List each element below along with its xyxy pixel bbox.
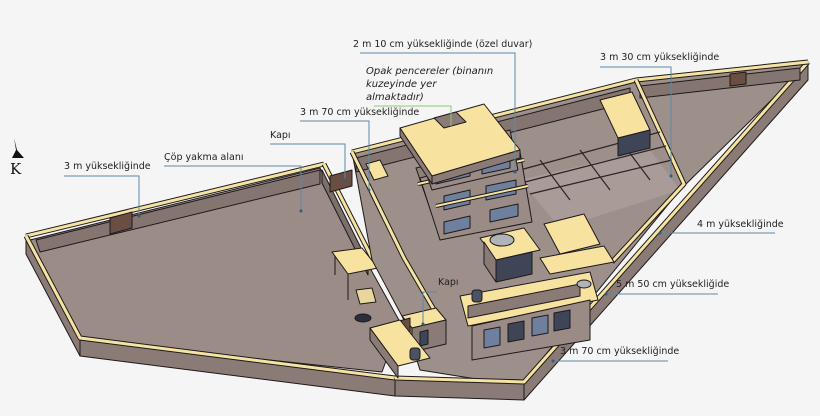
label-incinerator: Çöp yakma alanı [164, 152, 244, 163]
label-wall-3m30: 3 m 30 cm yüksekliğinde [600, 52, 720, 63]
label-wall-3m70-top: 3 m 70 cm yüksekliğinde [300, 107, 420, 118]
guest-house [369, 213, 615, 379]
label-opaque-windows: Opak pencereler (binanın kuzeyinde yer a… [366, 66, 494, 103]
label-wall-4m: 4 m yüksekliğinde [697, 219, 784, 230]
label-wall-2m10: 2 m 10 cm yüksekliğinde (özel duvar) [353, 39, 533, 50]
label-wall-5m50: 5 m 50 cm yüksekliğide [616, 279, 730, 290]
label-wall-3m70-bottom: 3 m 70 cm yüksekliğinde [560, 346, 680, 357]
north-arrow-icon [12, 138, 24, 158]
label-wall-3m: 3 m yüksekliğinde [64, 161, 151, 172]
label-door-1: Kapı [270, 130, 291, 141]
label-door-2: Kapı [438, 277, 459, 288]
leader-lines [64, 52, 775, 363]
north-letter: K [10, 160, 22, 178]
main-house [399, 103, 533, 241]
west-yard [23, 161, 401, 397]
